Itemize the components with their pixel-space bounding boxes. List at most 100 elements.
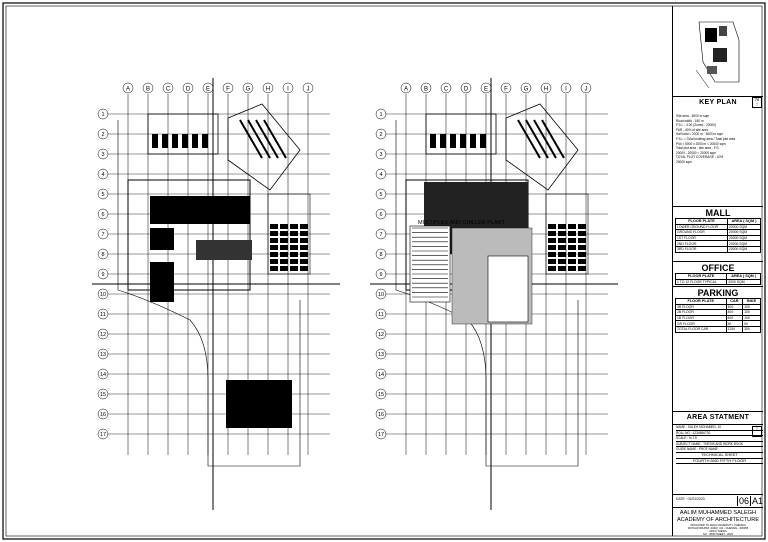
grid-bubble-row [375,408,387,420]
grid-bubble-column [282,82,294,94]
grid-label-row: 1 [101,112,104,118]
grid-label-column: B [424,87,428,93]
college-line: NO : 45/30 SHEET - 2023 [703,533,733,536]
parking-stall [568,252,576,257]
grid-bubble-row [375,288,387,300]
key-plan-title: KEY PLAN [673,96,763,108]
parking-stall [300,224,308,229]
grid-label-column: C [444,87,449,93]
site-note: Hall total = 2000 m · 3600 m sqm [676,132,724,137]
grid-label-row: 12 [100,332,106,338]
grid-bubble-row [375,328,387,340]
parking-stall [558,224,566,229]
parking-stall [300,266,308,271]
college-name-2: ACADEMY OF ARCHITECTURE [677,517,759,523]
grid-bubble-row [97,288,109,300]
dark-zone-south [226,380,292,428]
parking-stall [578,266,586,271]
grid-label-row: 10 [378,292,384,298]
grid-bubble-column [262,82,274,94]
grid-label-column: G [246,87,251,93]
site-note: 20000 sqm [676,159,692,164]
grid-label-row: 7 [101,232,104,238]
grid-bubble-row [375,368,387,380]
cell: 2B FLOOR [675,309,727,316]
parking-stall [270,245,278,250]
tower-hatch [263,119,287,159]
cell: 350 [742,326,761,333]
grid-label-row: 8 [379,252,382,258]
parking-stall [548,224,556,229]
college-name-1: AALIM MUHAMMED SALEGH [679,510,757,516]
site-note: F.S.I. = Total building area / Total plo… [676,136,736,141]
grid-label-column: G [524,87,529,93]
cell: 100 [742,309,761,316]
office-col-floor: FLOOR PLATE [674,273,728,280]
grid-label-row: 11 [100,312,106,318]
grid-label-row: 14 [100,372,106,378]
parking-stall [568,238,576,243]
multiplex-annotation: MULTIPLEX AND CHILLER PLANT [418,220,506,226]
grid-label-row: 14 [378,372,384,378]
parking-stall [558,231,566,236]
grid-bubble-row [375,268,387,280]
cell: 20000 SQM [727,246,761,253]
grid-label-row: 4 [101,172,104,178]
grid-label-column: D [186,87,191,93]
grid-bubble-column [142,82,154,94]
mall-col-area: AREA ( SQM ) [727,218,761,225]
grid-bubble-row [97,268,109,280]
grid-label-row: 3 [379,152,382,158]
grid-bubble-row [97,128,109,140]
tower-hatch [525,119,549,159]
stalls [202,134,208,148]
tower-hatch [255,119,279,159]
grid-bubble-row [375,248,387,260]
tower-hatch [239,119,263,159]
mall-heading: MALL [673,206,763,218]
north-arrow-icon: ↑ [752,426,762,437]
grid-label-row: 10 [100,292,106,298]
parking-stall [558,238,566,243]
grid-bubble-row [97,108,109,120]
grid-label-row: 6 [379,212,382,218]
cell: 3B FLOOR [675,303,727,311]
grid-bubble-column [520,82,532,94]
grid-label-column: H [266,87,270,93]
college-line: ARCH THESIS [709,530,727,533]
stalls [152,134,158,148]
hatched-zone [409,225,451,303]
parking-stall [280,245,288,250]
grid-bubble-column [420,82,432,94]
tower-hatch [541,119,565,159]
parking-col-bike: BIKE [742,298,761,305]
grid-label-column: I [287,87,289,93]
grid-label-row: 16 [100,412,106,418]
grid-label-column: A [126,87,130,93]
grid-label-row: 2 [101,132,104,138]
grid-label-column: J [585,87,588,93]
site-note: TOTAL PLOT COVERAGE - 40% [676,155,724,160]
parking-stall [300,238,308,243]
tower-hatch [533,119,557,159]
grid-bubble-column [560,82,572,94]
parking-stall [568,259,576,264]
grid-label-column: F [504,87,508,93]
grid-bubble-row [97,228,109,240]
grid-bubble-row [375,388,387,400]
parking-block [545,193,589,275]
parking-stall [300,245,308,250]
grid-bubble-column [222,82,234,94]
stalls [162,134,168,148]
grid-label-row: 13 [100,352,106,358]
cell: GR FLOOR [675,320,727,327]
parking-stall [280,266,288,271]
grid-bubble-column [302,82,314,94]
parking-stall [558,252,566,257]
cell: 3RD FLOOR [675,246,728,253]
north-label: N [755,97,759,103]
seating-zone [196,240,252,260]
